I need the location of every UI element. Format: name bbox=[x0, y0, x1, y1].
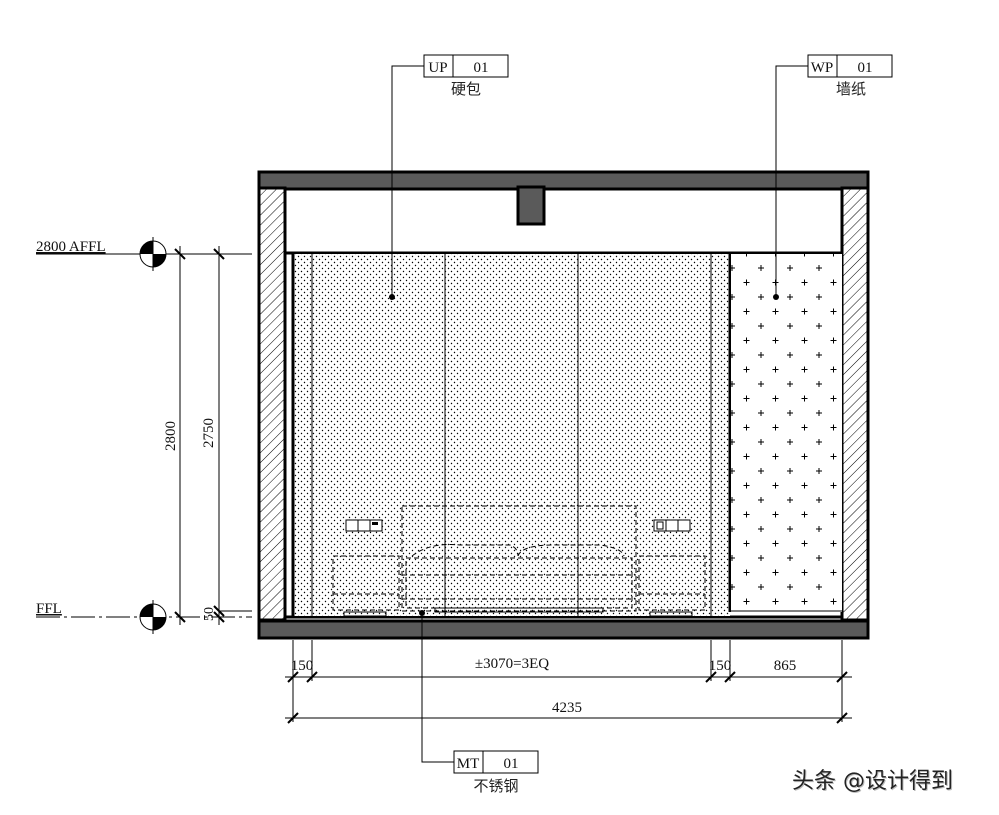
bed-outline bbox=[401, 505, 637, 612]
tag-name: 不锈钢 bbox=[473, 777, 518, 795]
level-label: FFL bbox=[36, 601, 62, 617]
level-marker-top: 2800 AFFL bbox=[36, 237, 252, 271]
nightstand-right bbox=[638, 555, 706, 611]
dim-finish-height: 2750 bbox=[201, 418, 217, 448]
left-wall-section bbox=[257, 186, 287, 622]
horizontal-dimensions bbox=[285, 640, 852, 724]
dim-overall-height: 2800 bbox=[163, 421, 179, 451]
tag-number: 01 bbox=[858, 60, 873, 76]
dim-panels: ±3070=3EQ bbox=[475, 656, 549, 672]
level-label: 2800 AFFL bbox=[36, 239, 106, 255]
dim-left-trim: 150 bbox=[291, 658, 314, 674]
watermark: 头条 @设计得到 bbox=[792, 769, 953, 794]
outlet-left bbox=[345, 519, 383, 532]
right-wall-section bbox=[840, 186, 870, 622]
tag-code: MT bbox=[457, 756, 480, 772]
material-tag-wp01: WP 01 墙纸 bbox=[807, 54, 893, 98]
material-tag-up01: UP 01 硬包 bbox=[423, 54, 509, 98]
upholstered-wall-panels bbox=[291, 254, 732, 616]
tag-number: 01 bbox=[474, 60, 489, 76]
level-marker-floor: FFL bbox=[36, 600, 252, 634]
dim-right-trim: 150 bbox=[709, 658, 732, 674]
ceiling-slab bbox=[257, 170, 870, 226]
material-tag-mt01: MT 01 不锈钢 bbox=[453, 750, 539, 795]
dim-base-height: 50 bbox=[202, 607, 217, 621]
leader-wp01 bbox=[773, 65, 808, 300]
tag-code: UP bbox=[428, 60, 447, 76]
floor-slab bbox=[257, 615, 870, 640]
tag-code: WP bbox=[811, 60, 834, 76]
outlet-right bbox=[653, 519, 691, 532]
leader-up01 bbox=[389, 65, 424, 300]
tag-name: 墙纸 bbox=[836, 80, 866, 98]
dim-overall-width: 4235 bbox=[552, 700, 582, 716]
wallpaper-panel bbox=[731, 254, 842, 612]
leader-mt01 bbox=[419, 610, 454, 763]
vertical-dimensions bbox=[174, 246, 252, 625]
nightstand-left bbox=[332, 555, 400, 611]
dim-wallpaper: 865 bbox=[774, 658, 797, 674]
tag-number: 01 bbox=[504, 756, 519, 772]
tag-name: 硬包 bbox=[451, 80, 481, 98]
